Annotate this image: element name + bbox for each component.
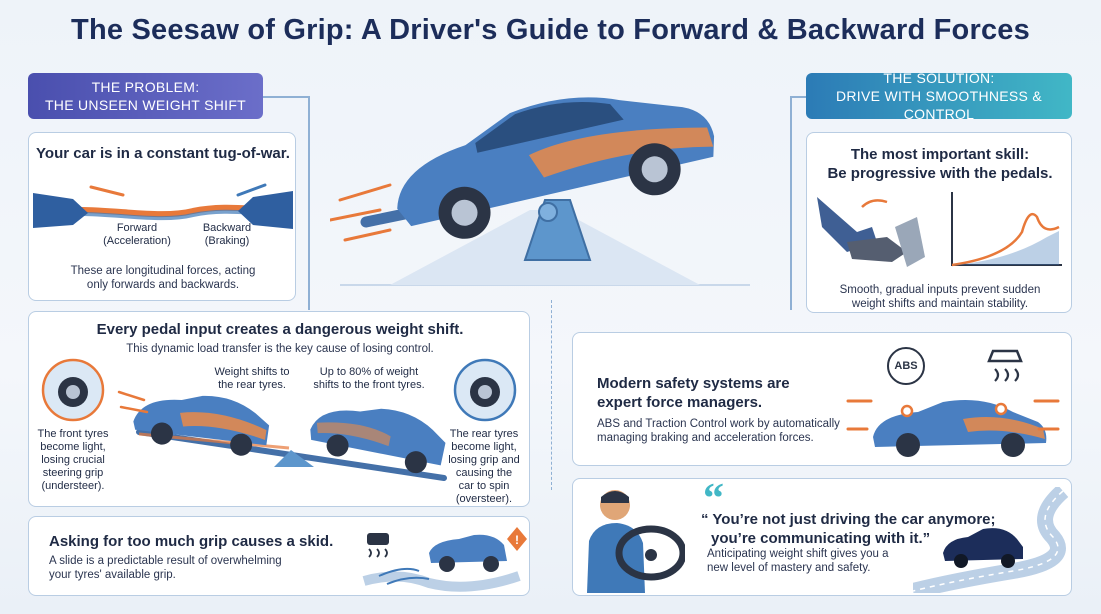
oversteer-note: The rear tyres become light, losing grip… xyxy=(448,428,520,505)
page-title: The Seesaw of Grip: A Driver's Guide to … xyxy=(71,14,1030,46)
solution-banner-line1: THE SOLUTION: xyxy=(883,70,995,86)
backward-arrow-icon xyxy=(236,183,267,197)
quote-text: “ You’re not just driving the car anymor… xyxy=(701,511,996,547)
front-shift-label: Up to 80% of weight shifts to the front … xyxy=(313,366,425,391)
forward-arrow-icon xyxy=(89,185,125,197)
steering-wheel-icon xyxy=(615,525,685,581)
graph-line xyxy=(951,212,1060,267)
skid-warning-icon xyxy=(367,533,389,558)
understeer-note: The front tyres become light, losing cru… xyxy=(37,428,109,492)
connector-line xyxy=(263,96,309,98)
quote-caption: Anticipating weight shift gives you a ne… xyxy=(707,548,889,574)
winding-road-illustration xyxy=(913,487,1069,593)
skid-illustration: ! xyxy=(362,527,527,592)
safety-heading: Modern safety systems are expert force m… xyxy=(597,375,790,411)
safety-systems-card: Modern safety systems are expert force m… xyxy=(572,332,1072,466)
rope-illustration xyxy=(33,183,293,229)
skid-heading: Asking for too much grip causes a skid. xyxy=(49,533,334,550)
solution-banner-line2: DRIVE WITH SMOOTHNESS & CONTROL xyxy=(835,88,1043,122)
skid-caption: A slide is a predictable result of overw… xyxy=(49,555,282,581)
traction-control-icon xyxy=(987,349,1023,382)
connector-line xyxy=(308,96,310,310)
pedals-heading: The most important skill: Be progressive… xyxy=(827,146,1053,182)
weight-shift-illustration xyxy=(41,358,517,481)
svg-text:!: ! xyxy=(515,533,519,547)
shift-subheading: This dynamic load transfer is the key ca… xyxy=(126,343,434,355)
shift-heading: Every pedal input creates a dangerous we… xyxy=(96,321,464,338)
safety-caption: ABS and Traction Control work by automat… xyxy=(597,418,840,444)
warning-diamond-icon xyxy=(507,527,527,551)
skid-card: Asking for too much grip causes a skid. … xyxy=(28,516,530,596)
foot-icon xyxy=(817,197,877,252)
pedal-graph-illustration xyxy=(817,192,1062,267)
safety-car-illustration xyxy=(846,399,1060,457)
forward-label: Forward (Acceleration) xyxy=(103,222,171,247)
tug-heading: Your car is in a constant tug-of-war. xyxy=(36,145,290,162)
quote-card: “ “ You’re not just driving the car anym… xyxy=(572,476,1072,596)
abs-icon: ABS xyxy=(887,347,925,385)
divider-dashed xyxy=(551,300,552,490)
problem-banner: THE PROBLEM: THE UNSEEN WEIGHT SHIFT xyxy=(28,73,263,119)
connector-line xyxy=(790,96,806,98)
seesaw-car-illustration xyxy=(330,97,750,286)
connector-line xyxy=(790,96,792,310)
quote-mark-icon: “ xyxy=(703,476,724,522)
pedals-caption: Smooth, gradual inputs prevent sudden we… xyxy=(839,284,1041,310)
problem-banner-line2: THE UNSEEN WEIGHT SHIFT xyxy=(44,97,247,113)
driver-illustration xyxy=(587,490,685,593)
backward-label: Backward (Braking) xyxy=(202,222,252,247)
tug-caption: These are longitudinal forces, acting on… xyxy=(70,265,256,291)
solution-banner: THE SOLUTION: DRIVE WITH SMOOTHNESS & CO… xyxy=(806,70,1072,122)
problem-banner-line1: THE PROBLEM: xyxy=(91,79,200,95)
pedals-card: The most important skill: Be progressive… xyxy=(806,132,1072,313)
tug-of-war-card: Your car is in a constant tug-of-war. Fo… xyxy=(28,132,296,301)
rear-shift-label: Weight shifts to the rear tyres. xyxy=(214,366,290,391)
weight-shift-card: Every pedal input creates a dangerous we… xyxy=(28,311,530,507)
